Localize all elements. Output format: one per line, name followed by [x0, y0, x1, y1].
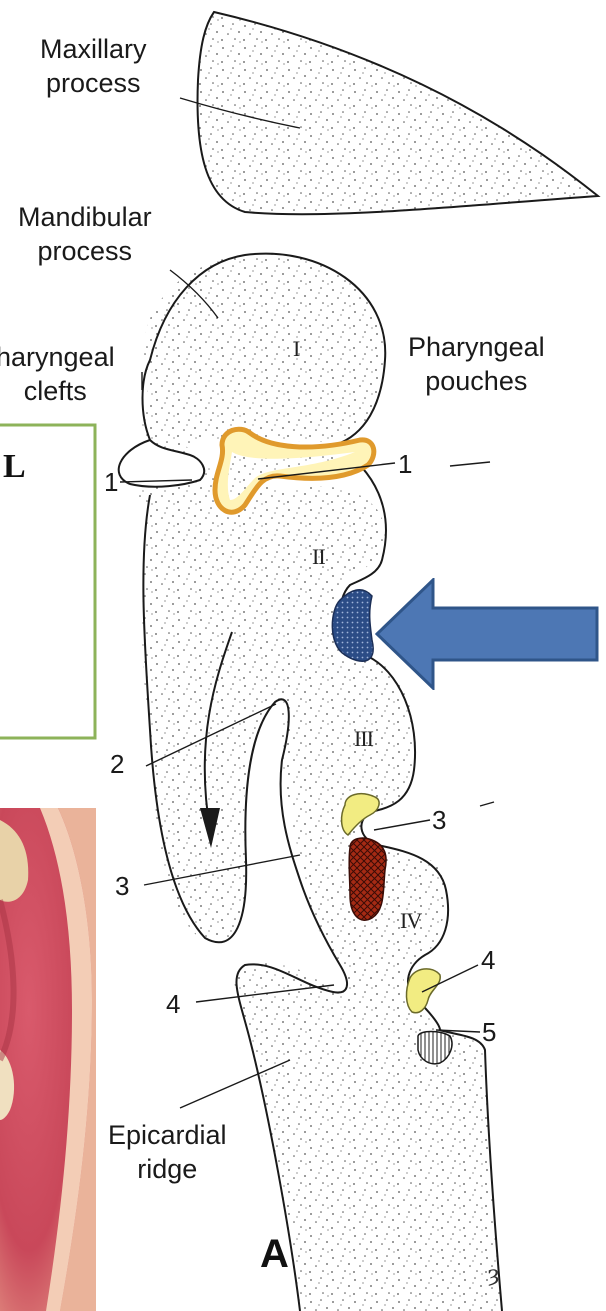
- epicardial-line-1: Epicardial: [108, 1118, 227, 1152]
- pointer-arrow: [375, 578, 600, 690]
- clefts-line-1: haryngeal: [0, 340, 115, 374]
- cleft-number-4: 4: [166, 990, 180, 1018]
- pouch-number-3: 3: [432, 806, 446, 834]
- pharyngeal-pouches-label: Pharyngeal pouches: [408, 330, 545, 398]
- arch-label-four: IV: [400, 908, 421, 934]
- arch-label-one: I: [293, 336, 299, 362]
- clefts-line-2: clefts: [0, 374, 115, 408]
- arch-label-three: III: [354, 726, 373, 752]
- maxillary-process-label: Maxillary process: [40, 32, 147, 100]
- cleft-number-3: 3: [115, 872, 129, 900]
- corner-mark: ȝ: [488, 1262, 499, 1287]
- maxillary-process-shape: [198, 12, 598, 214]
- cleft-number-2: 2: [110, 750, 124, 778]
- pouches-line-2: pouches: [408, 364, 545, 398]
- epicardial-line-2: ridge: [108, 1152, 227, 1186]
- epicardial-ridge-label: Epicardial ridge: [108, 1118, 227, 1186]
- mandibular-line-1: Mandibular: [18, 200, 152, 234]
- pouch-three-hatched: [349, 838, 386, 920]
- pharyngeal-clefts-label: haryngeal clefts: [0, 340, 115, 408]
- mandibular-line-2: process: [18, 234, 152, 268]
- maxillary-line-1: Maxillary: [40, 32, 147, 66]
- pointer-arrow-shape: [377, 580, 597, 688]
- pouches-line-1: Pharyngeal: [408, 330, 545, 364]
- oral-cavity-photo: [0, 808, 96, 1311]
- arch-label-two: II: [312, 544, 325, 570]
- panel-letter: A: [260, 1232, 289, 1277]
- mandibular-process-label: Mandibular process: [18, 200, 152, 268]
- pouch-number-1: 1: [398, 450, 412, 478]
- maxillary-line-2: process: [40, 66, 147, 100]
- box-letter: L: [3, 448, 26, 486]
- pouch-number-4: 4: [481, 946, 495, 974]
- cleft-number-1: 1: [104, 468, 118, 496]
- pouch-number-5: 5: [482, 1018, 496, 1046]
